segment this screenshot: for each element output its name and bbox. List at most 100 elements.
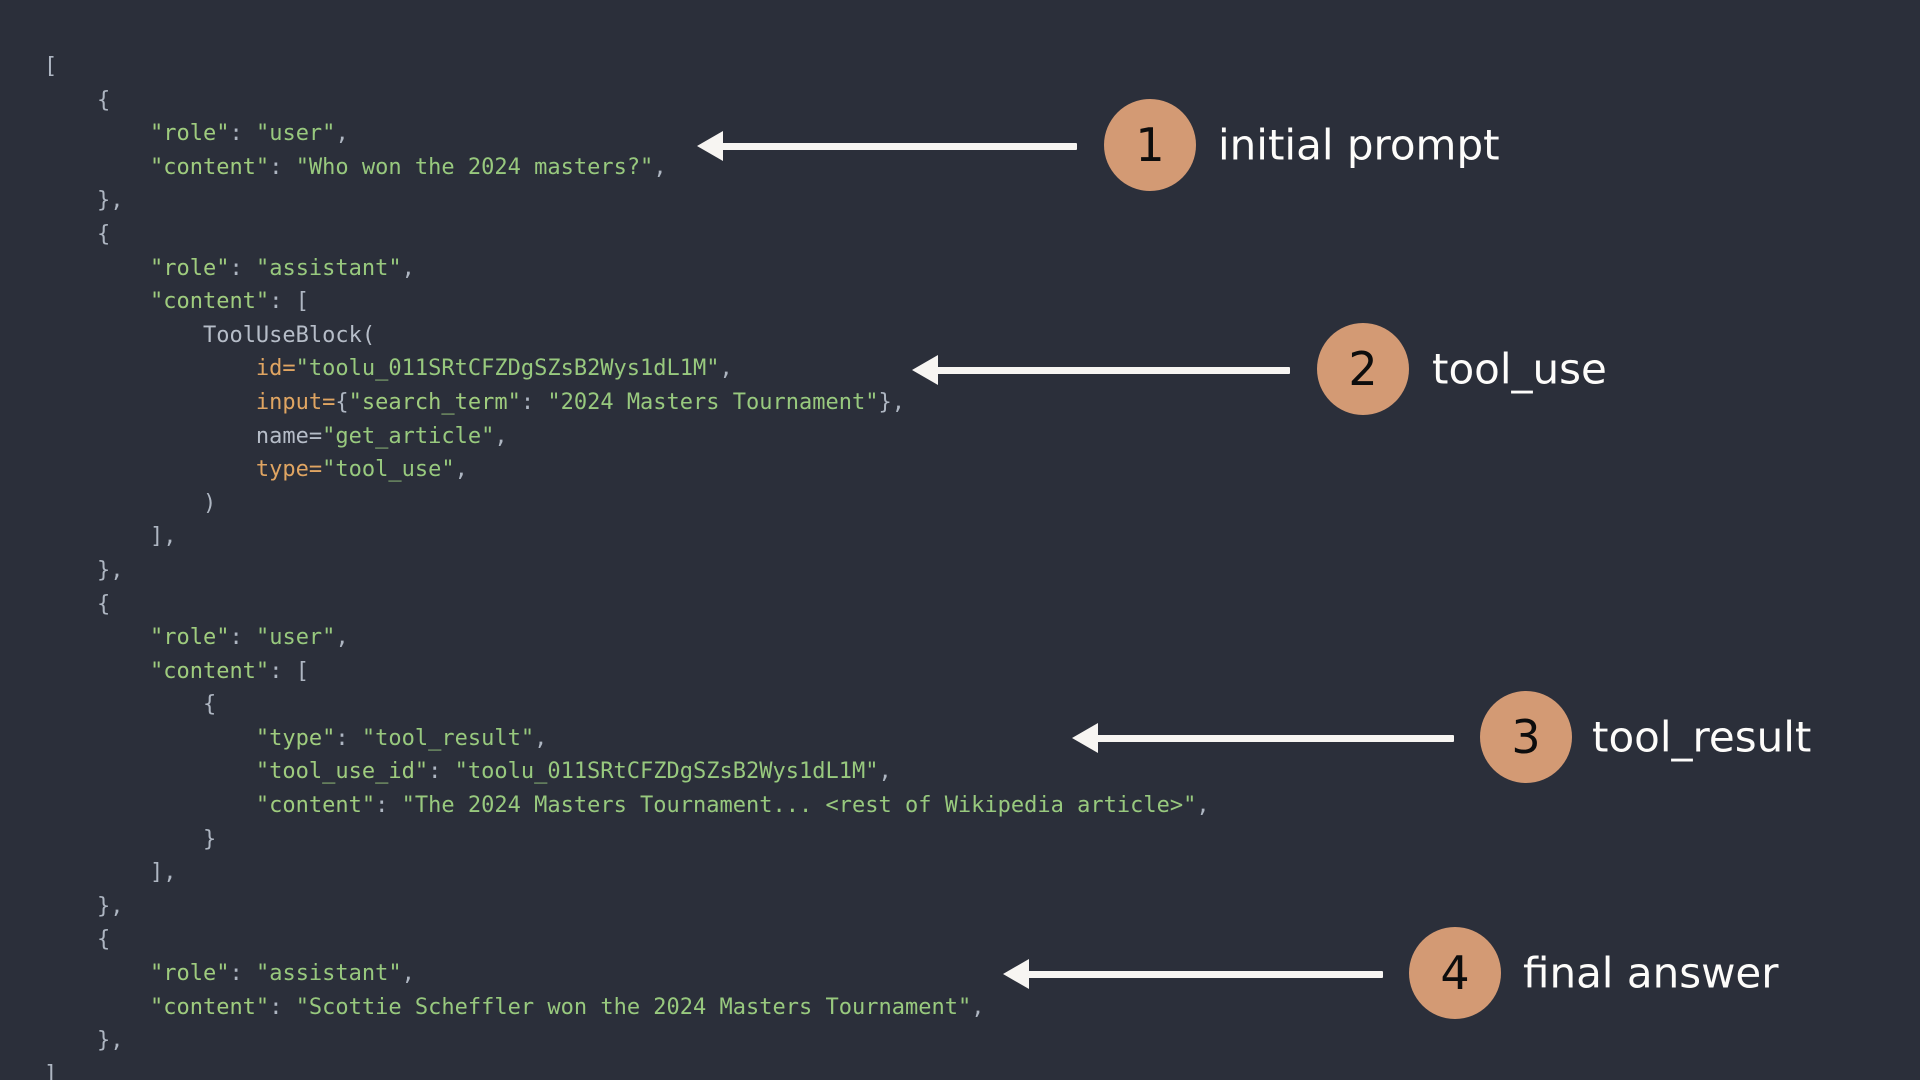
code-token-pun: , [534, 725, 548, 751]
code-indent [44, 88, 97, 113]
code-token-pun: : [229, 625, 256, 651]
code-line: "role": "user", [44, 621, 1210, 655]
code-token-pun: ], [149, 524, 177, 550]
code-line: id="toolu_011SRtCFZDgSZsB2Wys1dL1M", [44, 352, 1210, 386]
code-token-pun: : [335, 725, 362, 751]
code-line: { [44, 688, 1210, 722]
code-token-pun: : [229, 255, 256, 281]
code-token-str: "get_article" [322, 423, 495, 449]
code-line: ] [44, 1058, 1210, 1080]
code-token-eq: = [282, 356, 296, 382]
code-token-key: "role" [149, 961, 230, 987]
code-token-pun: [ [295, 289, 309, 315]
code-token-pun: : [269, 154, 296, 180]
code-line: }, [44, 184, 1210, 218]
code-token-key: "role" [149, 255, 230, 281]
code-token-pun: , [653, 154, 667, 180]
code-token-key: "role" [149, 625, 230, 651]
code-token-pun: : [269, 658, 296, 684]
code-token-key: "search_term" [348, 389, 521, 415]
code-indent [44, 524, 150, 549]
code-line: type="tool_use", [44, 453, 1210, 487]
code-token-key: "tool_use_id" [255, 759, 429, 785]
code-indent [44, 961, 150, 986]
arrow-head-icon [697, 131, 723, 161]
arrow-line [722, 142, 1077, 150]
callout-label-4: final answer [1523, 948, 1779, 998]
code-indent [44, 558, 97, 583]
code-line: "content": "The 2024 Masters Tournament.… [44, 789, 1210, 823]
arrow-line [937, 366, 1290, 374]
code-line: "content": "Scottie Scheffler won the 20… [44, 991, 1210, 1025]
code-token-str: "assistant" [255, 961, 402, 987]
code-token-eq: = [308, 457, 323, 483]
code-line: { [44, 923, 1210, 957]
code-token-pun: ] [44, 1061, 58, 1080]
code-token-pun: { [96, 591, 111, 617]
code-indent [44, 424, 256, 449]
code-token-str: "assistant" [255, 255, 402, 281]
code-token-kw: id [255, 356, 283, 382]
code-token-eqg: = [308, 423, 323, 449]
code-indent [44, 759, 256, 784]
code-indent [44, 927, 97, 952]
code-indent [44, 289, 150, 314]
code-line: ], [44, 520, 1210, 554]
code-token-pun: , [719, 356, 733, 382]
code-token-kw: type [255, 457, 309, 483]
code-indent [44, 188, 97, 213]
code-token-pun: } [202, 826, 217, 852]
code-token-str: "tool_use" [322, 457, 455, 483]
code-token-pun: [ [295, 658, 309, 684]
code-indent [44, 692, 203, 717]
code-token-pun: : [269, 994, 296, 1020]
code-token-pun: , [494, 423, 508, 449]
code-token-str: "user" [255, 625, 336, 651]
code-line: ], [44, 856, 1210, 890]
code-token-str: "toolu_011SRtCFZDgSZsB2Wys1dL1M" [454, 759, 879, 785]
code-indent [44, 390, 256, 415]
code-indent [44, 625, 150, 650]
code-indent [44, 793, 256, 818]
code-indent [44, 121, 150, 146]
code-token-key: "content" [149, 154, 270, 180]
code-indent [44, 860, 150, 885]
code-line: }, [44, 890, 1210, 924]
code-token-pun: , [971, 994, 985, 1020]
code-token-str: "Scottie Scheffler won the 2024 Masters … [295, 994, 972, 1020]
code-token-pun: : [520, 389, 548, 415]
code-token-pun: , [335, 121, 349, 147]
callout-badge-2[interactable]: 2 [1317, 323, 1409, 415]
code-line: [ [44, 50, 1210, 84]
code-indent [44, 256, 150, 281]
callout-label-1: initial prompt [1218, 120, 1500, 170]
callout-badge-3[interactable]: 3 [1480, 691, 1572, 783]
callout-badge-1[interactable]: 1 [1104, 99, 1196, 191]
code-token-str: "user" [255, 121, 336, 147]
code-token-key: "content" [255, 793, 376, 819]
code-indent [44, 457, 256, 482]
code-token-pun: , [401, 961, 415, 987]
code-line: "type": "tool_result", [44, 722, 1210, 756]
code-indent [44, 659, 150, 684]
code-token-pun: }, [96, 557, 124, 583]
code-listing: [ { "role": "user", "content": "Who won … [44, 50, 1210, 1080]
code-indent [44, 491, 203, 516]
code-line: } [44, 823, 1210, 857]
code-indent [44, 827, 203, 852]
code-token-pun: : [269, 289, 296, 315]
code-indent [44, 1028, 97, 1053]
code-line: "role": "assistant", [44, 957, 1210, 991]
callout-badge-4[interactable]: 4 [1409, 927, 1501, 1019]
code-token-pun: { [96, 221, 111, 247]
callout-label-2: tool_use [1432, 344, 1607, 394]
code-token-str: "2024 Masters Tournament" [547, 389, 879, 415]
code-line: { [44, 218, 1210, 252]
code-token-pun: { [96, 87, 111, 113]
code-token-pun: ], [149, 860, 177, 886]
code-line: }, [44, 1024, 1210, 1058]
code-indent [44, 592, 97, 617]
code-token-key: "content" [149, 289, 270, 315]
code-token-pun: : [375, 793, 402, 819]
code-token-nm: ToolUseBlock( [202, 322, 376, 348]
